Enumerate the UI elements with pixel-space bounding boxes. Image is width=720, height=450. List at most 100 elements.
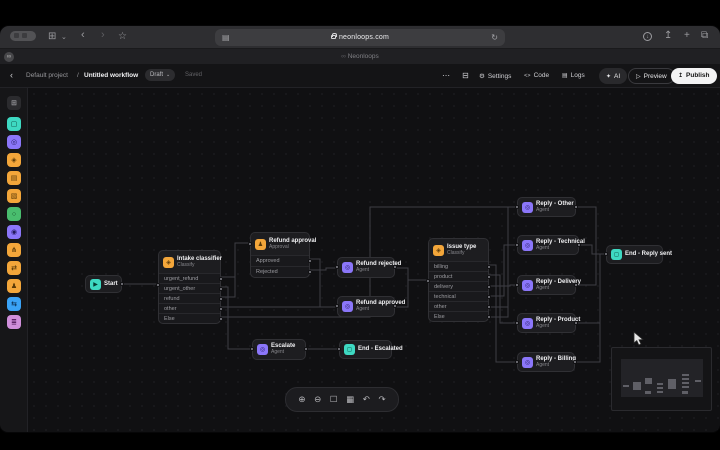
node-reply-delivery[interactable]: ◎ Reply - Delivery Agent — [515, 275, 581, 295]
approval-row[interactable]: Approved — [251, 255, 312, 266]
library-data-node-button[interactable]: ≣ — [7, 315, 21, 329]
input-port[interactable] — [250, 347, 254, 351]
library-human-node-button[interactable]: ♟ — [7, 279, 21, 293]
node-refund-approval[interactable]: ♟ Refund approval Approval Approved Reje… — [248, 232, 316, 278]
back-icon[interactable]: ‹ — [81, 29, 85, 41]
library-shuffle-node-button[interactable]: ⇆ — [7, 297, 21, 311]
node-reply-technical[interactable]: ◎ Reply - Technical Agent — [515, 235, 585, 255]
output-port[interactable] — [487, 294, 491, 299]
output-port[interactable] — [393, 265, 397, 269]
node-start[interactable]: ▶ Start — [85, 275, 124, 293]
code-button[interactable]: <> Code — [524, 72, 549, 79]
output-port[interactable] — [393, 304, 397, 308]
output-port[interactable] — [219, 306, 223, 311]
output-port[interactable] — [487, 284, 491, 289]
undo-icon[interactable]: ↶ — [362, 394, 370, 404]
classifier-row[interactable]: product — [429, 271, 491, 281]
classifier-row[interactable]: Else — [159, 313, 223, 323]
sidebar-toggle-icon[interactable]: ⊞ — [48, 31, 57, 42]
zoom-in-icon[interactable]: ⊕ — [298, 394, 306, 404]
workflow-name[interactable]: Untitled workflow — [84, 72, 139, 79]
input-port[interactable] — [515, 242, 519, 247]
node-reply-product[interactable]: ◎ Reply - Product Agent — [515, 313, 580, 333]
input-port[interactable] — [515, 359, 519, 364]
settings-button[interactable]: ⚙ Settings — [479, 72, 511, 81]
classifier-row[interactable]: delivery — [429, 281, 491, 291]
preview-button[interactable]: ▷ Preview — [628, 68, 675, 84]
output-port[interactable] — [487, 304, 491, 309]
pinned-tab-favicon[interactable]: ∞ — [4, 52, 14, 62]
input-port[interactable] — [515, 282, 519, 287]
classifier-row[interactable]: billing — [429, 261, 491, 271]
library-branch-node-button[interactable]: ⋔ — [7, 243, 21, 257]
redo-icon[interactable]: ↷ — [378, 394, 386, 404]
classifier-row[interactable]: other — [159, 303, 223, 313]
window-controls[interactable] — [10, 30, 36, 41]
panel-icon[interactable]: ⊟ — [462, 71, 469, 80]
publish-button[interactable]: ↥ Publish — [671, 67, 717, 84]
new-tab-icon[interactable]: + — [684, 30, 690, 41]
classifier-row[interactable]: technical — [429, 291, 491, 301]
fit-view-icon[interactable]: ☐ — [329, 394, 338, 404]
node-escalate[interactable]: ◎ Escalate Agent — [250, 339, 308, 360]
node-refund-rejected[interactable]: ◎ Refund rejected Agent — [335, 257, 401, 278]
output-port[interactable] — [574, 320, 578, 325]
output-port[interactable] — [577, 242, 581, 247]
ai-button[interactable]: ✦ AI — [599, 68, 628, 84]
node-refund-approved[interactable]: ◎ Refund approved Agent — [335, 296, 405, 317]
output-port[interactable] — [308, 270, 312, 274]
node-end-reply-sent[interactable]: ◻ End - Reply sent — [604, 245, 672, 264]
output-port[interactable] — [574, 204, 578, 209]
node-intake-classifier[interactable]: ◈ Intake classifier Classify urgent_refu… — [156, 250, 223, 324]
more-icon[interactable]: ⋯ — [442, 71, 450, 80]
input-port[interactable] — [515, 204, 519, 209]
output-port[interactable] — [304, 347, 308, 351]
library-status-node-button[interactable]: ○ — [7, 207, 21, 221]
app-back-icon[interactable]: ‹ — [10, 70, 13, 80]
page-icon[interactable]: ▤ — [222, 33, 230, 42]
downloads-icon[interactable]: ↓ — [643, 32, 652, 41]
node-reply-billing[interactable]: ◎ Reply - Billing Agent — [515, 352, 577, 372]
library-start-node-button[interactable]: ▢ — [7, 117, 21, 131]
output-port[interactable] — [574, 282, 578, 287]
output-port[interactable] — [573, 359, 577, 364]
input-port[interactable] — [335, 265, 339, 269]
library-webhook-node-button[interactable]: ◎ — [7, 135, 21, 149]
output-port[interactable] — [487, 264, 491, 269]
output-port[interactable] — [219, 316, 223, 321]
output-port[interactable] — [219, 296, 223, 301]
classifier-row[interactable]: Else — [429, 311, 491, 321]
input-port[interactable] — [426, 279, 430, 283]
library-classifier-node-button[interactable]: ◈ — [7, 153, 21, 167]
input-port[interactable] — [335, 304, 339, 308]
output-port[interactable] — [219, 276, 223, 281]
output-port[interactable] — [487, 274, 491, 279]
node-issue-type[interactable]: ◈ Issue type Classify billing product de… — [426, 238, 491, 322]
logs-button[interactable]: ▤ Logs — [562, 72, 585, 79]
chevron-down-icon[interactable]: ⌄ — [61, 34, 67, 41]
library-toggle-button[interactable]: ⊞ — [7, 96, 21, 110]
input-port[interactable] — [248, 242, 252, 246]
input-port[interactable] — [337, 347, 341, 351]
classifier-row[interactable]: urgent_other — [159, 283, 223, 293]
reload-icon[interactable]: ↻ — [491, 32, 498, 42]
library-document-node-button[interactable]: ▤ — [7, 171, 21, 185]
draft-status-pill[interactable]: Draft ⌄ — [145, 69, 176, 81]
classifier-row[interactable]: refund — [159, 293, 223, 303]
node-reply-other[interactable]: ◎ Reply - Other Agent — [515, 197, 578, 217]
output-port[interactable] — [308, 259, 312, 263]
star-icon[interactable]: ☆ — [118, 30, 127, 42]
forward-icon[interactable]: › — [101, 29, 105, 41]
tabs-overview-icon[interactable]: ⧉ — [701, 30, 709, 41]
address-bar[interactable]: ▤ neonloops.com ↻ — [215, 28, 505, 46]
breadcrumb-project[interactable]: Default project — [26, 72, 68, 79]
node-end-escalated[interactable]: ◻ End - Escalated — [337, 340, 403, 359]
zoom-out-icon[interactable]: ⊖ — [314, 394, 322, 404]
classifier-row[interactable]: urgent_refund — [159, 273, 223, 283]
minimap[interactable] — [611, 347, 712, 411]
library-loop-node-button[interactable]: ⇄ — [7, 261, 21, 275]
output-port[interactable] — [219, 286, 223, 291]
grid-toggle-icon[interactable]: ▦ — [346, 394, 355, 404]
input-port[interactable] — [604, 252, 608, 256]
classifier-row[interactable]: other — [429, 301, 491, 311]
